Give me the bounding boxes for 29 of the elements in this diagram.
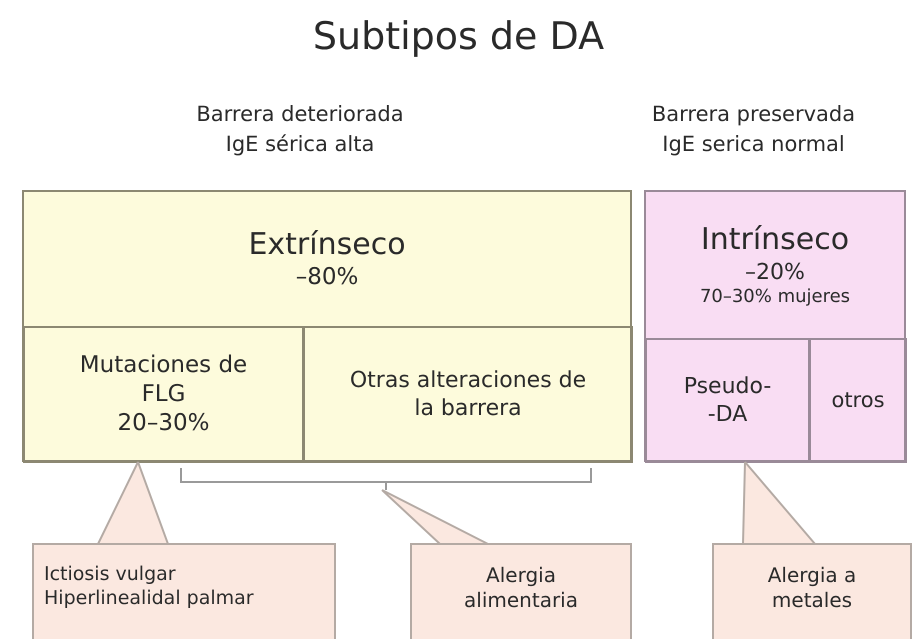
- percentage: –80%: [296, 263, 358, 292]
- category-box: [644, 190, 906, 462]
- category-title: Intrínseco: [700, 221, 850, 259]
- cell-text: otros: [831, 387, 885, 414]
- subtype-cell: [303, 326, 633, 463]
- callout-text: Alergia alimentaria: [463, 563, 579, 613]
- cell-text: Otras alteraciones de la barrera: [348, 367, 588, 422]
- subtype-cell: [23, 326, 304, 463]
- group-description: Barrera preservada: [650, 101, 856, 128]
- callout-pointer: [97, 461, 170, 545]
- cell-text: Pseudo- -DA: [682, 373, 772, 428]
- callout-pointer: [381, 489, 489, 545]
- group-description: IgE sérica alta: [224, 131, 376, 158]
- callout-pointer: [742, 461, 818, 545]
- callout-text: Hiperlinealidal palmar: [44, 586, 254, 610]
- title: Subtipos de DA: [312, 14, 606, 58]
- category-box: [22, 190, 632, 462]
- note-text: 70–30% mujeres: [700, 286, 850, 309]
- subtype-cell: [645, 338, 810, 463]
- group-description: Barrera deteriorada: [195, 101, 405, 128]
- subtype-cell: [809, 338, 907, 463]
- group-description: IgE serica normal: [661, 131, 846, 158]
- percentage: –20%: [745, 258, 805, 286]
- bracket: [180, 468, 592, 490]
- category-title: Extrínseco: [248, 226, 406, 264]
- callout-text: Alergia a metales: [766, 563, 858, 613]
- cell-text: Mutaciones de FLG: [78, 351, 248, 409]
- callout-text: Ictiosis vulgar: [44, 563, 176, 587]
- percentage: 20–30%: [118, 408, 210, 438]
